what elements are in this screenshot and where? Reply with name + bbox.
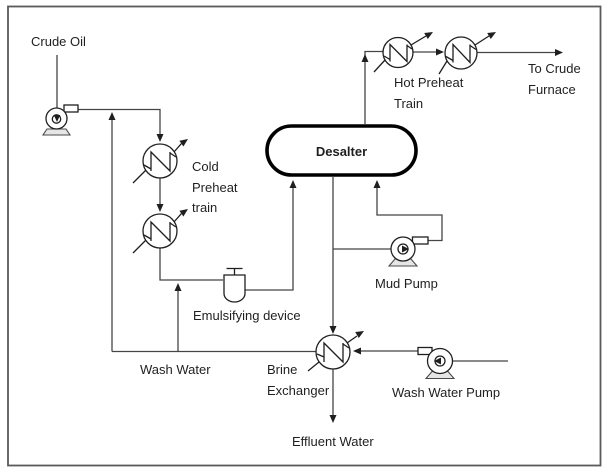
arrow-to-crude-furnace <box>555 49 563 56</box>
arrow-desalter-overhead <box>361 54 369 62</box>
arrow-wash-into-crude-line <box>108 112 116 120</box>
hot-preheat-line2: Train <box>394 95 424 111</box>
pipe-emulsifier-to-desalter <box>245 188 294 291</box>
to-crude-furnace-label: To Crude Furnace <box>528 59 581 100</box>
hot-preheat-exchanger-1 <box>373 35 427 73</box>
desalter-vessel <box>265 124 418 177</box>
arrow-mud-into-desalter <box>373 180 381 188</box>
wash-water-label: Wash Water <box>140 362 211 377</box>
arrow-emulsifier-into-desalter <box>289 180 297 188</box>
to-crude-furnace-line2: Furnace <box>528 81 576 97</box>
brine-exchanger-symbol <box>307 334 358 372</box>
pipe-pump-discharge <box>78 108 161 134</box>
arrow-hotex1-bypass <box>424 32 433 39</box>
mud-pump-symbol <box>387 236 429 267</box>
arrow-wash-branch <box>174 283 182 291</box>
emulsifying-device-label: Emulsifying device <box>193 308 301 323</box>
arrow-hotex2-bypass <box>487 32 496 39</box>
arrow-coldex1-bypass <box>179 139 188 147</box>
arrow-brine-into-exchanger <box>329 326 337 334</box>
brine-exchanger-label: Brine Exchanger <box>267 360 329 401</box>
wash-water-pump-label: Wash Water Pump <box>392 385 501 400</box>
cold-preheat-line3: train <box>192 200 218 215</box>
cold-preheat-train-label: Cold Preheat train <box>192 157 238 219</box>
cold-preheat-exchanger-2 <box>132 213 182 254</box>
hot-preheat-line1: Hot Preheat <box>394 75 464 90</box>
flow-arrows <box>53 32 563 423</box>
pipe-coldex2-to-emulsifier <box>159 248 223 281</box>
arrow-brineex-bypass <box>355 331 364 338</box>
hot-preheat-train-label: Hot Preheat Train <box>394 73 463 114</box>
effluent-water-label: Effluent Water <box>292 434 374 449</box>
arrow-into-coldex1 <box>156 134 164 142</box>
arrow-into-hotex2 <box>436 48 444 56</box>
mud-pump-label: Mud Pump <box>375 276 438 291</box>
arrow-washpump-into-exchanger <box>353 347 361 355</box>
to-crude-furnace-line1: To Crude <box>528 61 581 76</box>
arrow-into-coldex2 <box>156 204 164 212</box>
brine-exchanger-line1: Brine <box>267 362 298 377</box>
crude-oil-label: Crude Oil <box>31 34 86 49</box>
cold-preheat-line2: Preheat <box>192 179 238 195</box>
wash-water-pump-symbol <box>417 346 456 380</box>
hot-preheat-exchanger-2 <box>438 35 490 75</box>
emulsifying-device-symbol <box>223 267 246 303</box>
cold-preheat-exchanger-1 <box>132 143 182 184</box>
arrow-coldex2-bypass <box>179 209 188 217</box>
crude-oil-pump <box>41 104 79 136</box>
brine-exchanger-line2: Exchanger <box>267 382 330 398</box>
arrow-effluent <box>329 415 337 423</box>
pipe-desalter-overhead <box>364 50 383 124</box>
process-pipes <box>56 50 555 415</box>
cold-preheat-line1: Cold <box>192 159 219 174</box>
diagram-border <box>7 5 602 467</box>
desalter-label: Desalter <box>315 144 368 159</box>
pipe-mud-recycle <box>376 188 443 242</box>
